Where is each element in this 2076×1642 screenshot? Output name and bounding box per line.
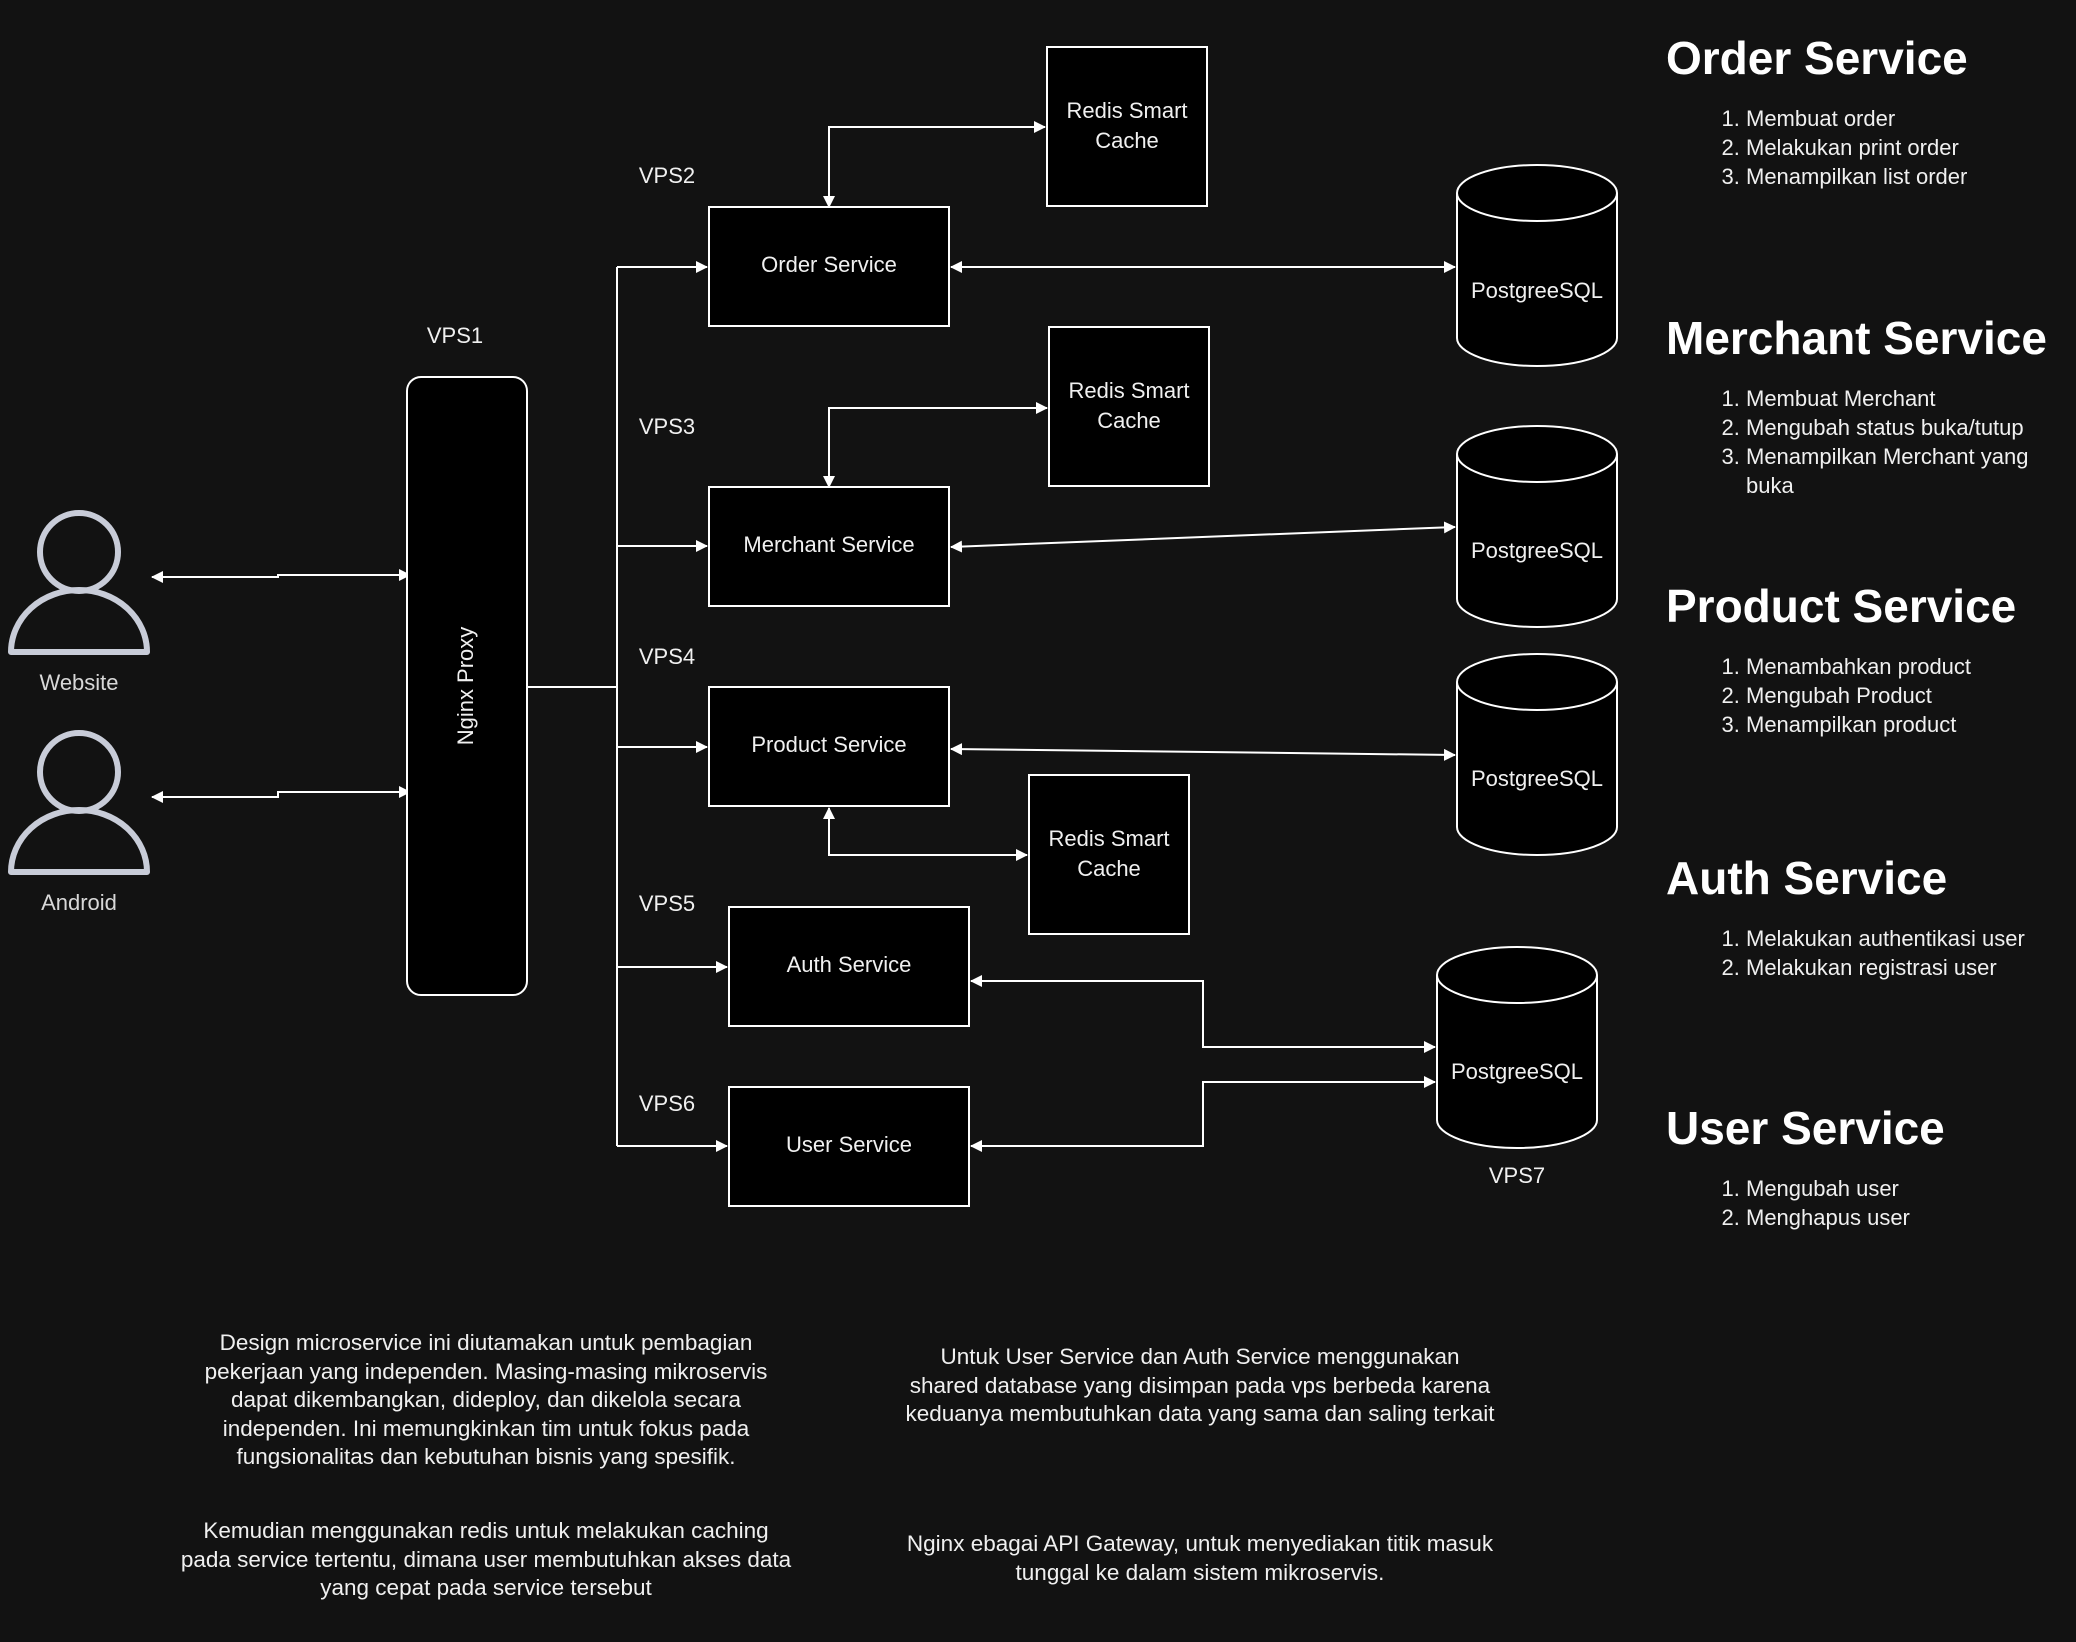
user-db-connector	[970, 1076, 1436, 1152]
postgres-merchant-db: PostgreeSQL	[1456, 425, 1618, 628]
order-cache-connector	[823, 121, 1046, 208]
postgres-order-db: PostgreeSQL	[1456, 164, 1618, 367]
merchant-db-connector	[950, 521, 1456, 553]
android-proxy-connector	[151, 786, 411, 803]
vps6-label: VPS6	[639, 1091, 695, 1116]
product-service-list: Menambahkan product Mengubah Product Men…	[1666, 652, 2066, 739]
list-item: Menampilkan list order	[1746, 162, 2066, 191]
list-item: Mengubah status buka/tutup	[1746, 413, 2066, 442]
vps3-label: VPS3	[639, 414, 695, 439]
list-item: Membuat Merchant	[1746, 384, 2066, 413]
auth-service-node	[728, 906, 970, 1027]
product-service-heading: Product Service	[1666, 580, 2017, 632]
postgres-shared-label: PostgreeSQL	[1451, 1059, 1583, 1084]
proxy-bus-line	[527, 267, 618, 1146]
list-item: Menampilkan Merchant yang buka	[1746, 442, 2066, 500]
postgres-product-label: PostgreeSQL	[1471, 766, 1603, 791]
user-icon	[37, 510, 121, 594]
product-service-label: Product Service	[751, 732, 906, 757]
auth-db-connector	[970, 975, 1436, 1053]
shared-db-note: Untuk User Service dan Auth Service meng…	[905, 1344, 1495, 1426]
product-service-node	[708, 686, 950, 807]
postgres-product-db: PostgreeSQL	[1456, 653, 1618, 856]
product-service-section: Product Service Menambahkan product Meng…	[1666, 578, 2066, 739]
merchant-service-section: Merchant Service Membuat Merchant Mengub…	[1666, 310, 2066, 500]
list-item: Mengubah Product	[1746, 681, 2066, 710]
website-label: Website	[39, 670, 118, 695]
redis-cache-product-line1: Redis Smart	[1048, 826, 1169, 851]
list-item: Menghapus user	[1746, 1203, 2066, 1232]
user-service-section: User Service Mengubah user Menghapus use…	[1666, 1100, 2066, 1232]
merchant-service-label: Merchant Service	[743, 532, 914, 557]
redis-cache-product-line2: Cache	[1077, 856, 1141, 881]
redis-cache-order-line1: Redis Smart	[1066, 98, 1187, 123]
vps2-label: VPS2	[639, 163, 695, 188]
redis-cache-merchant-line2: Cache	[1097, 408, 1161, 433]
redis-cache-order-node	[1046, 46, 1208, 207]
list-item: Mengubah user	[1746, 1174, 2066, 1203]
order-service-node	[708, 206, 950, 327]
vps7-label: VPS7	[1489, 1163, 1545, 1188]
user-service-node	[728, 1086, 970, 1207]
order-service-list: Membuat order Melakukan print order Mena…	[1666, 104, 2066, 191]
auth-service-heading: Auth Service	[1666, 852, 1948, 904]
auth-service-list: Melakukan authentikasi user Melakukan re…	[1666, 924, 2066, 982]
merchant-service-list: Membuat Merchant Mengubah status buka/tu…	[1666, 384, 2066, 500]
list-item: Melakukan authentikasi user	[1746, 924, 2066, 953]
postgres-merchant-label: PostgreeSQL	[1471, 538, 1603, 563]
product-db-connector	[950, 743, 1456, 761]
redis-cache-merchant-node	[1048, 326, 1210, 487]
order-service-section: Order Service Membuat order Melakukan pr…	[1666, 30, 2066, 191]
postgres-order-label: PostgreeSQL	[1471, 278, 1603, 303]
user-icon	[37, 730, 121, 814]
android-actor: Android	[8, 730, 150, 915]
auth-service-section: Auth Service Melakukan authentikasi user…	[1666, 850, 2066, 982]
vps1-label: VPS1	[427, 323, 483, 348]
nginx-proxy-label: Nginx Proxy	[453, 627, 478, 746]
redis-cache-product-node	[1028, 774, 1190, 935]
user-icon-body	[8, 587, 150, 655]
vps5-label: VPS5	[639, 891, 695, 916]
product-cache-connector	[823, 807, 1028, 861]
vps4-label: VPS4	[639, 644, 695, 669]
list-item: Melakukan registrasi user	[1746, 953, 2066, 982]
merchant-cache-connector	[823, 402, 1048, 488]
list-item: Menampilkan product	[1746, 710, 2066, 739]
user-service-list: Mengubah user Menghapus user	[1666, 1174, 2066, 1232]
user-icon-body	[8, 807, 150, 875]
list-item: Membuat order	[1746, 104, 2066, 133]
auth-service-label: Auth Service	[787, 952, 912, 977]
list-item: Menambahkan product	[1746, 652, 2066, 681]
user-service-label: User Service	[786, 1132, 912, 1157]
website-actor: Website	[8, 510, 150, 695]
android-label: Android	[41, 890, 117, 915]
design-note: Design microservice ini diutamakan untuk…	[204, 1330, 768, 1469]
website-proxy-connector	[151, 569, 411, 583]
user-service-heading: User Service	[1666, 1102, 1945, 1154]
merchant-service-node	[708, 486, 950, 607]
list-item: Melakukan print order	[1746, 133, 2066, 162]
nginx-note: Nginx ebagai API Gateway, untuk menyedia…	[906, 1531, 1494, 1585]
redis-cache-order-line2: Cache	[1095, 128, 1159, 153]
redis-note: Kemudian menggunakan redis untuk melakuk…	[180, 1518, 792, 1600]
order-service-label: Order Service	[761, 252, 897, 277]
merchant-service-heading: Merchant Service	[1666, 312, 2047, 364]
redis-cache-merchant-line1: Redis Smart	[1068, 378, 1189, 403]
order-service-heading: Order Service	[1666, 32, 1968, 84]
postgres-shared-db: PostgreeSQL	[1436, 946, 1598, 1149]
